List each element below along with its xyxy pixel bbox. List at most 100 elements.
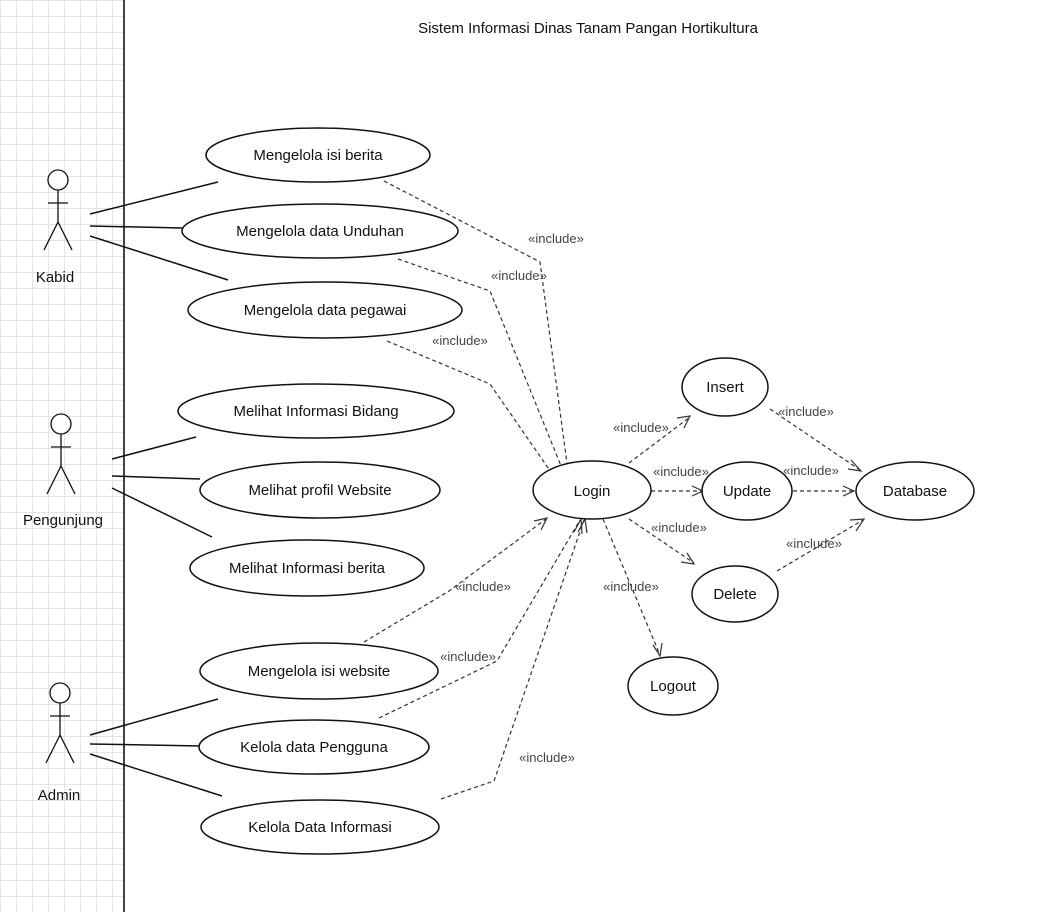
include-label: «include» <box>613 420 669 435</box>
use-case-ellipse <box>189 539 425 597</box>
use-case-ellipse <box>199 642 439 700</box>
use-case-ellipse <box>187 281 463 339</box>
use-case-label: Kelola data Pengguna <box>240 739 388 756</box>
actor-head-icon <box>49 682 71 704</box>
actor-label-pengunjung: Pengunjung <box>23 512 103 529</box>
associations <box>89 181 229 797</box>
use-case-label: Database <box>883 483 947 500</box>
include-login-logout <box>602 518 661 656</box>
include-label: «include» <box>491 268 547 283</box>
use-case-ellipse <box>200 799 440 855</box>
actor-leg-left <box>43 221 59 251</box>
include-login-delete <box>628 518 695 564</box>
include-data-pengguna-login <box>378 519 581 719</box>
actor-label-kabid: Kabid <box>36 269 74 286</box>
use-case-label: Melihat profil Website <box>248 482 391 499</box>
include-label: «include» <box>432 333 488 348</box>
association-pengunjung-info-berita <box>111 487 213 538</box>
use-case-data-pegawai[interactable]: Mengelola data pegawai <box>187 281 463 339</box>
use-case-isi-website[interactable]: Mengelola isi website <box>199 642 439 700</box>
actor-head-icon <box>47 169 69 191</box>
use-case-ellipse <box>681 357 769 417</box>
association-admin-data-pengguna <box>89 743 203 747</box>
include-label: «include» <box>651 520 707 535</box>
include-label: «include» <box>440 649 496 664</box>
use-case-ellipse <box>691 565 779 623</box>
include-label: «include» <box>783 463 839 478</box>
use-case-label: Mengelola isi website <box>248 663 391 680</box>
use-case-label: Login <box>574 483 611 500</box>
use-case-logout[interactable]: Logout <box>627 656 719 716</box>
association-admin-isi-website <box>89 698 219 736</box>
arrowhead-delete <box>680 552 696 565</box>
arrowhead-isi-website <box>533 517 549 531</box>
actor-head-icon <box>50 413 72 435</box>
association-kabid-isi-berita <box>89 181 219 215</box>
use-case-ellipse <box>855 461 975 521</box>
actor-leg-left <box>46 465 62 495</box>
association-pengunjung-profil-website <box>111 475 201 480</box>
actor-kabid: Kabid <box>36 169 74 286</box>
association-kabid-data-unduhan <box>89 225 183 229</box>
use-case-label: Melihat Informasi berita <box>229 560 386 577</box>
use-case-label: Kelola Data Informasi <box>248 819 391 836</box>
use-case-delete[interactable]: Delete <box>691 565 779 623</box>
actor-leg-right <box>60 465 76 495</box>
include-data-unduhan-login <box>397 258 571 489</box>
include-label: «include» <box>778 404 834 419</box>
arrowhead-insert <box>676 415 692 429</box>
use-case-label: Mengelola data Unduhan <box>236 223 404 240</box>
use-case-data-unduhan[interactable]: Mengelola data Unduhan <box>181 203 459 259</box>
include-delete-database <box>776 519 864 572</box>
arrowhead-update-database <box>842 485 856 497</box>
use-case-ellipse <box>701 461 793 521</box>
actor-pengunjung: Pengunjung <box>23 413 103 529</box>
include-isi-website-login <box>363 518 547 643</box>
use-case-ellipse <box>199 461 441 519</box>
use-case-label: Melihat Informasi Bidang <box>233 403 398 420</box>
use-case-isi-berita[interactable]: Mengelola isi berita <box>205 127 431 183</box>
actor-leg-right <box>59 734 75 764</box>
include-label: «include» <box>528 231 584 246</box>
use-case-label: Update <box>723 483 771 500</box>
actor-leg-right <box>57 221 73 251</box>
use-case-label: Mengelola isi berita <box>253 147 383 164</box>
use-case-ellipse <box>205 127 431 183</box>
use-case-login[interactable]: Login <box>532 460 652 520</box>
actor-leg-left <box>45 734 61 764</box>
use-case-ellipse <box>198 719 430 775</box>
use-case-info-bidang[interactable]: Melihat Informasi Bidang <box>177 383 455 439</box>
use-case-label: Mengelola data pegawai <box>244 302 407 319</box>
use-case-update[interactable]: Update <box>701 461 793 521</box>
use-case-data-pengguna[interactable]: Kelola data Pengguna <box>198 719 430 775</box>
arrowhead-logout <box>652 642 663 658</box>
arrowhead-delete-database <box>849 518 866 532</box>
include-data-pegawai-login <box>386 340 563 489</box>
use-case-label: Delete <box>713 586 756 603</box>
actor-admin: Admin <box>38 682 80 804</box>
use-case-ellipse <box>177 383 455 439</box>
include-labels: «include» «include» «include» «include» … <box>432 231 842 765</box>
use-case-insert[interactable]: Insert <box>681 357 769 417</box>
use-case-profil-website[interactable]: Melihat profil Website <box>199 461 441 519</box>
use-case-label: Logout <box>650 678 697 695</box>
use-case-database[interactable]: Database <box>855 461 975 521</box>
arrowhead-insert-database <box>847 459 863 472</box>
include-login-insert <box>628 416 691 464</box>
use-case-ellipse <box>532 460 652 520</box>
association-kabid-data-pegawai <box>89 235 229 281</box>
use-case-label: Insert <box>706 379 744 396</box>
system-title: Sistem Informasi Dinas Tanam Pangan Hort… <box>418 20 759 37</box>
include-label: «include» <box>455 579 511 594</box>
use-case-ellipse <box>181 203 459 259</box>
include-label: «include» <box>786 536 842 551</box>
include-label: «include» <box>603 579 659 594</box>
association-pengunjung-info-bidang <box>111 436 197 460</box>
use-case-data-informasi[interactable]: Kelola Data Informasi <box>200 799 440 855</box>
use-case-ellipse <box>627 656 719 716</box>
use-case-info-berita[interactable]: Melihat Informasi berita <box>189 539 425 597</box>
include-dependencies <box>363 180 866 800</box>
association-admin-data-informasi <box>89 753 223 797</box>
include-isi-berita-login <box>383 180 571 487</box>
